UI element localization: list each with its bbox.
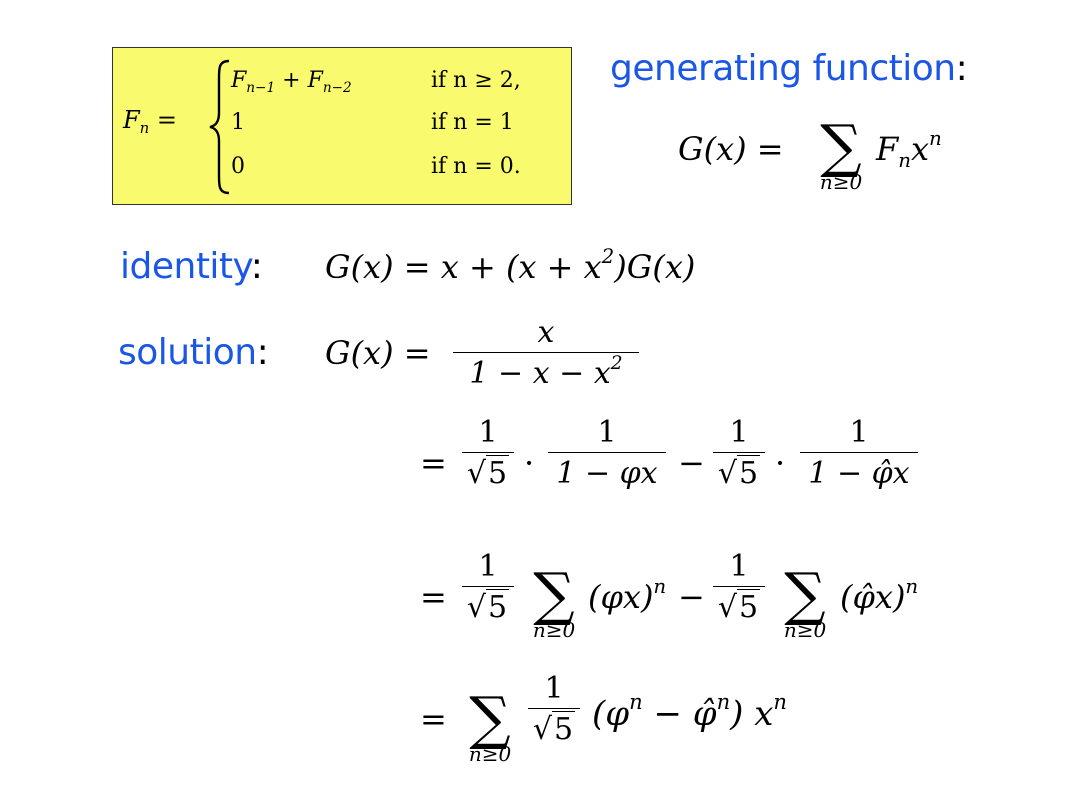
lhs-symbol: F: [123, 106, 140, 134]
sum-4: ∑n≥0: [468, 684, 512, 766]
generating-function-label: generating function:: [610, 48, 968, 89]
sum-3b: ∑n≥0: [783, 560, 827, 642]
case-cond-1: if n ≥ 2,: [431, 68, 521, 93]
definition-lhs: Fn =: [123, 106, 177, 138]
gf-lhs: G(x) =: [678, 130, 784, 168]
eq-sign-4: =: [420, 700, 447, 738]
eq-sign-2: =: [420, 444, 447, 482]
case-cond-3: if n = 0.: [431, 154, 521, 179]
solution-label: solution:: [118, 332, 269, 373]
gf-sum-sub: n≥0: [819, 170, 863, 194]
frac-phihat: 1 1 − φ̂x: [800, 414, 918, 495]
gf-sum: ∑ n≥0: [806, 117, 876, 194]
frac-phi: 1 1 − φx: [548, 414, 666, 495]
case-row-1: Fn−1 + Fn−2: [231, 68, 352, 96]
case-row-2: 1: [231, 110, 245, 135]
definition-box: Fn = Fn−1 + Fn−2 if n ≥ 2, 1 if n = 1 0 …: [112, 47, 572, 205]
gf-term: Fnxn: [876, 127, 942, 172]
case-cond-2: if n = 1: [431, 110, 514, 135]
identity-label: identity:: [120, 246, 263, 287]
phi-difference: (φn − φ̂n) xn: [592, 689, 787, 734]
identity-equation: G(x) = x + (x + x2)G(x): [325, 245, 696, 286]
term-phi-x: (φx)n: [588, 575, 667, 616]
minus-2: −: [678, 444, 705, 482]
frac-one-over-root5-a: 1 √5: [462, 414, 514, 495]
solution-lhs: G(x) =: [325, 334, 431, 372]
dot-b: ·: [775, 444, 786, 482]
eq-sign-3: =: [420, 578, 447, 616]
case-row-3: 0: [231, 154, 245, 179]
frac-one-over-root5-b: 1 √5: [713, 414, 765, 495]
frac-one-over-root5-e: 1 √5: [528, 670, 580, 751]
sum-3a: ∑n≥0: [532, 560, 576, 642]
frac-one-over-root5-d: 1 √5: [713, 548, 765, 629]
minus-3: −: [678, 578, 705, 616]
frac-one-over-root5-c: 1 √5: [462, 548, 514, 629]
term-phihat-x: (φ̂x)n: [840, 575, 919, 616]
dot-a: ·: [524, 444, 535, 482]
lhs-sub: n: [139, 119, 150, 138]
left-brace-icon: [209, 59, 230, 195]
solution-fraction: x 1 − x − x2: [453, 314, 639, 395]
